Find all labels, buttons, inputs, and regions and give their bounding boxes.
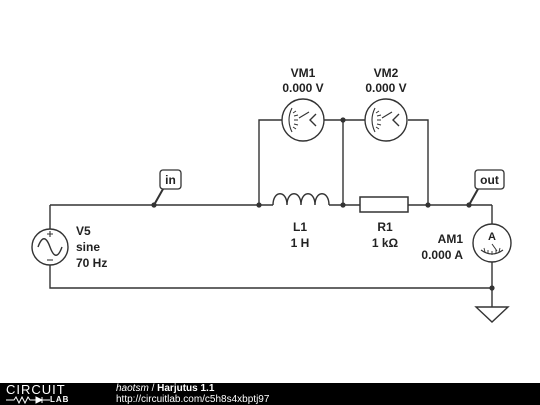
logo-text-lab: LAB [50, 395, 70, 404]
ammeter-am1[interactable]: A AM1 0.000 A [421, 223, 512, 263]
voltage-source-v5[interactable]: V5 sine 70 Hz [31, 224, 107, 270]
v5-name: V5 [76, 224, 91, 238]
resistor-r1[interactable]: R1 1 kΩ [359, 196, 409, 250]
am1-reading: 0.000 A [421, 248, 463, 262]
logo-resistor-icon [6, 396, 50, 404]
voltmeter-vm1[interactable]: VM1 0.000 V [281, 66, 325, 142]
footer-bar: CIRCUIT LAB haotsm / Harjutus 1.1 http:/… [0, 383, 540, 405]
logo-text-circuit: CIRCUIT [6, 382, 66, 397]
circuit-title[interactable]: Harjutus 1.1 [157, 383, 215, 394]
net-label-in[interactable]: in [153, 169, 182, 206]
author-link[interactable]: haotsm [116, 383, 149, 394]
junction-nodes [151, 117, 495, 291]
l1-value: 1 H [291, 236, 310, 250]
sine-wave-icon [37, 231, 63, 261]
voltmeter-dial-icon [288, 107, 317, 133]
l1-name: L1 [293, 220, 307, 234]
r1-value: 1 kΩ [372, 236, 399, 250]
v5-frequency: 70 Hz [76, 256, 107, 270]
wiring [49, 119, 493, 307]
voltmeter-vm2[interactable]: VM2 0.000 V [364, 66, 408, 142]
net-label-out-text: out [480, 173, 499, 187]
net-label-in-text: in [165, 173, 176, 187]
schematic: VM1 0.000 V VM2 0.000 V L1 1 H R1 1 kΩ [31, 66, 512, 323]
vm2-name: VM2 [374, 66, 399, 80]
vm1-reading: 0.000 V [282, 81, 323, 95]
inductor-l1[interactable]: L1 1 H [272, 193, 330, 250]
voltmeter-dial-icon [371, 107, 400, 133]
meta-separator: / [151, 383, 155, 394]
vm1-name: VM1 [291, 66, 316, 80]
circuitlab-logo[interactable]: CIRCUIT LAB [6, 382, 98, 404]
net-label-out[interactable]: out [468, 169, 505, 206]
circuit-meta: haotsm / Harjutus 1.1 [116, 383, 214, 394]
circuit-url[interactable]: http://circuitlab.com/c5h8s4xbptj97 [116, 394, 270, 405]
vm2-reading: 0.000 V [365, 81, 406, 95]
ammeter-symbol: A [488, 231, 496, 243]
r1-name: R1 [377, 220, 393, 234]
v5-type: sine [76, 240, 100, 254]
am1-name: AM1 [438, 232, 464, 246]
ammeter-dial-icon [480, 243, 504, 255]
ground-icon [474, 306, 510, 323]
